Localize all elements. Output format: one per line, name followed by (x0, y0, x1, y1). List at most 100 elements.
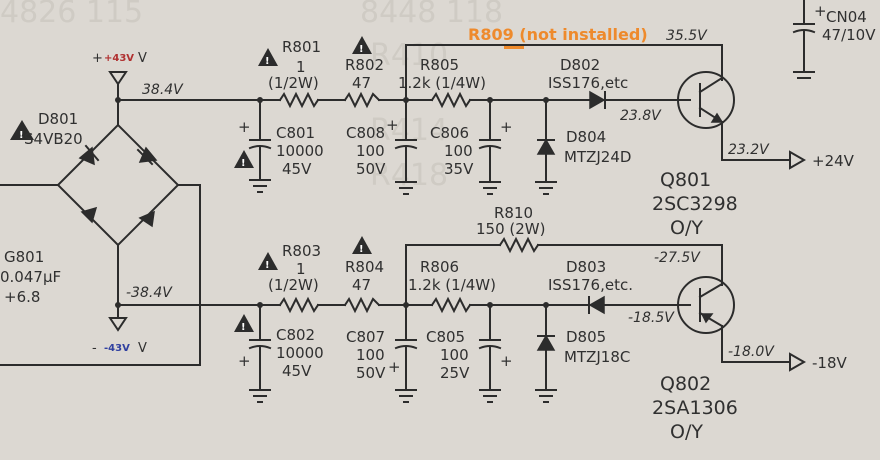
q801-collector-voltage: 35.5V (666, 28, 708, 44)
r804-value: 47 (352, 276, 371, 294)
r805-ref: R805 (420, 56, 459, 74)
bg-text: R414 (370, 113, 448, 148)
r805-value: 1.2k (1/4W) (398, 74, 486, 92)
cn04-value: 47/10V (822, 26, 876, 44)
input-plus-suffix: V (138, 51, 147, 66)
warning-icon: ! (352, 236, 372, 255)
c802-voltage: 45V (282, 362, 312, 380)
q801-ref: Q801 (660, 169, 711, 191)
r801-ref: R801 (282, 38, 321, 56)
c808-polarity-plus: + (386, 116, 399, 134)
d801-ref: D801 (38, 110, 78, 128)
c802-polarity-plus: + (238, 352, 251, 370)
c807-value: 100 (356, 346, 385, 364)
bg-text: 4826 115 (0, 0, 143, 30)
c806-value: 100 (444, 142, 473, 160)
q801-grade: O/Y (670, 217, 703, 239)
d805-zener (536, 334, 556, 351)
warning-icon: ! (234, 314, 254, 333)
r801-resistor (278, 91, 320, 109)
c807-voltage: 50V (356, 364, 386, 382)
d803-diode (588, 295, 605, 315)
q802-base-voltage: -18.5V (628, 310, 675, 326)
r802-ref: R802 (345, 56, 384, 74)
q802-collector-voltage: -27.5V (654, 250, 701, 266)
q802-transistor (677, 276, 735, 334)
c801-ref: C801 (276, 124, 315, 142)
c801-polarity-plus: + (238, 118, 251, 136)
svg-text:!: ! (241, 322, 246, 333)
q801-base-voltage: 23.8V (620, 108, 662, 124)
out-minus-terminal (789, 352, 807, 372)
r802-resistor (343, 91, 381, 109)
r806-value: 1.2k (1/4W) (408, 276, 496, 294)
c806-polarity-plus: + (500, 118, 513, 136)
d804-part: MTZJ24D (564, 148, 631, 166)
warning-icon: ! (234, 150, 254, 169)
d802-part: ISS176,etc (548, 74, 628, 92)
q802-grade: O/Y (670, 421, 703, 443)
c801-value: 10000 (276, 142, 324, 160)
input-terminal-plus (108, 71, 128, 86)
d801-part: S4VB20 (24, 130, 83, 148)
c805-voltage: 25V (440, 364, 470, 382)
r803-value: 1 (296, 260, 306, 278)
r810-resistor (498, 236, 540, 254)
c805-value: 100 (440, 346, 469, 364)
q802-part: 2SA1306 (652, 397, 738, 419)
d803-part: ISS176,etc. (548, 276, 633, 294)
r803-resistor (278, 296, 320, 314)
q801-transistor (677, 71, 735, 129)
input-minus-suffix: V (138, 341, 147, 356)
bg-text: 8448 118 (360, 0, 503, 30)
r801-rating: (1/2W) (268, 74, 319, 92)
c805-ref: C805 (426, 328, 465, 346)
c802-ref: C802 (276, 326, 315, 344)
g801-value: 0.047μF (0, 268, 61, 286)
q802-emitter-voltage: -18.0V (728, 344, 775, 360)
svg-text:!: ! (19, 130, 24, 141)
d802-ref: D802 (560, 56, 600, 74)
r806-ref: R806 (420, 258, 459, 276)
c805-polarity-plus: + (500, 352, 513, 370)
g801-ref: G801 (4, 248, 44, 266)
c807-ref: C807 (346, 328, 385, 346)
r801-value: 1 (296, 58, 306, 76)
top-bus-voltage: 38.4V (142, 82, 184, 98)
warning-icon: ! (352, 36, 372, 55)
c808-voltage: 50V (356, 160, 386, 178)
svg-text:!: ! (265, 260, 270, 271)
g801-voltage: +6.8 (4, 288, 40, 306)
c808-value: 100 (356, 142, 385, 160)
d805-part: MTZJ18C (564, 348, 630, 366)
c806-voltage: 35V (444, 160, 474, 178)
r804-resistor (343, 296, 381, 314)
r804-ref: R804 (345, 258, 384, 276)
svg-text:!: ! (359, 244, 364, 255)
c806-ref: C806 (430, 124, 469, 142)
bottom-bus-voltage: -38.4V (126, 285, 173, 301)
out-plus-terminal (789, 150, 807, 170)
c802-value: 10000 (276, 344, 324, 362)
r806-resistor (430, 296, 472, 314)
r805-resistor (430, 91, 472, 109)
r803-ref: R803 (282, 242, 321, 260)
input-minus-label: -43V (104, 343, 130, 354)
q801-part: 2SC3298 (652, 193, 738, 215)
r809-marker (504, 44, 524, 49)
svg-text:!: ! (265, 56, 270, 67)
q801-emitter-voltage: 23.2V (728, 142, 770, 158)
cn04-polarity-plus: + (814, 2, 827, 20)
r803-rating: (1/2W) (268, 276, 319, 294)
warning-icon: ! (258, 252, 278, 271)
d804-ref: D804 (566, 128, 606, 146)
c808-ref: C808 (346, 124, 385, 142)
r810-ref: R810 (494, 204, 533, 222)
input-minus-prefix: - (92, 341, 97, 356)
svg-text:!: ! (241, 158, 246, 169)
cn04-ref: CN04 (826, 8, 867, 26)
c801-voltage: 45V (282, 160, 312, 178)
svg-text:!: ! (359, 44, 364, 55)
out-plus-label: +24V (812, 152, 855, 170)
